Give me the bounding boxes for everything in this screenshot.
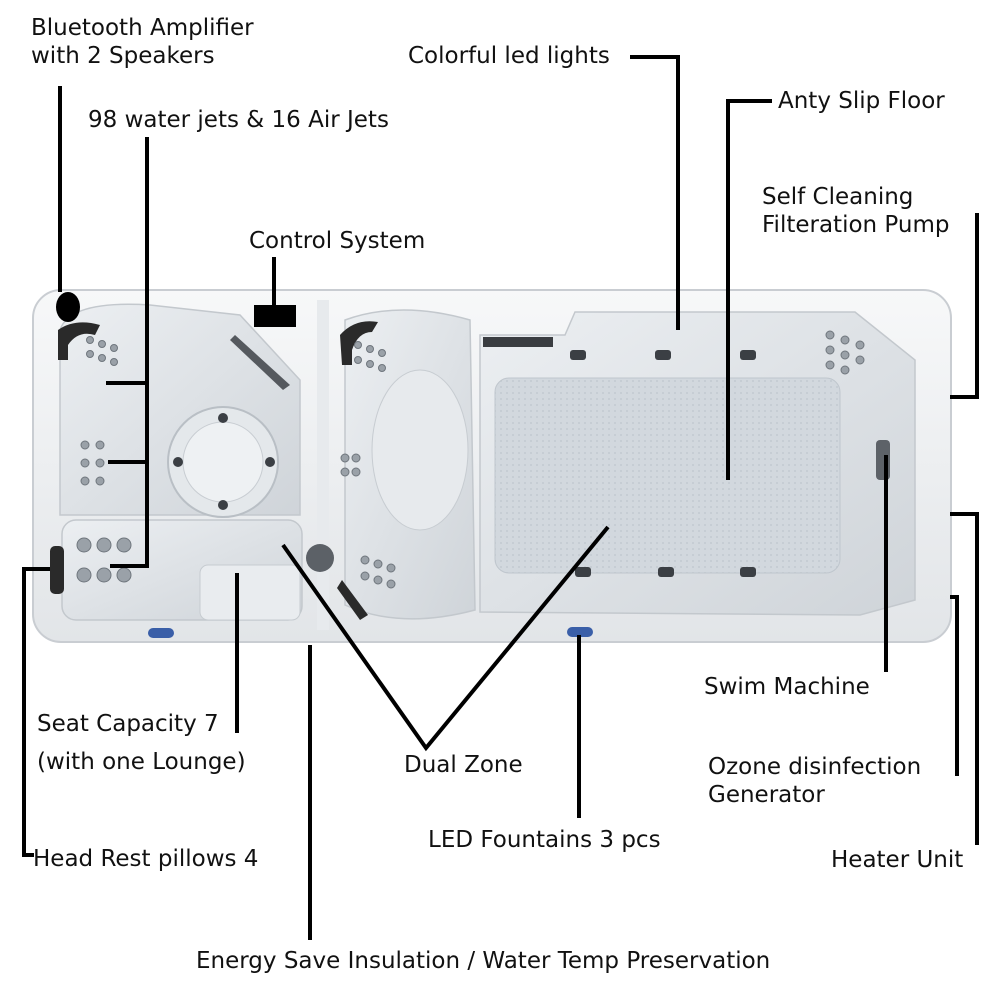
- leader-dual-zone: [281, 525, 610, 752]
- label-bluetooth-line2: with 2 Speakers: [31, 43, 215, 69]
- control-system-icon: [254, 305, 296, 327]
- led-fountain-icon: [148, 627, 593, 638]
- label-filter-line1: Self Cleaning: [762, 184, 914, 210]
- leader-head-rest: [22, 567, 50, 857]
- label-swim-machine: Swim Machine: [704, 674, 870, 700]
- label-control-system: Control System: [249, 228, 426, 254]
- leader-jets: [110, 137, 149, 568]
- label-anti-slip: Anty Slip Floor: [778, 88, 945, 114]
- label-led-fountains: LED Fountains 3 pcs: [428, 827, 661, 853]
- label-filter-line2: Filteration Pump: [762, 212, 950, 238]
- leader-filter: [950, 213, 979, 399]
- leader-anti-slip: [726, 99, 772, 480]
- leader-lines: [22, 55, 979, 940]
- swim-lane: [479, 311, 916, 616]
- headrest-pillow-icon: [50, 321, 378, 620]
- label-bluetooth-line1: Bluetooth Amplifier: [31, 15, 254, 41]
- speaker-icon: [56, 292, 80, 322]
- lounge-zone: [306, 309, 476, 620]
- anti-slip-floor: [495, 378, 840, 573]
- label-jets: 98 water jets & 16 Air Jets: [88, 107, 389, 133]
- label-led-lights: Colorful led lights: [408, 43, 610, 69]
- leader-heater: [950, 512, 979, 845]
- label-head-rest: Head Rest pillows 4: [33, 846, 259, 872]
- label-ozone-line1: Ozone disinfection: [708, 754, 922, 780]
- leader-ozone: [950, 595, 959, 776]
- label-insulation: Energy Save Insulation / Water Temp Pres…: [196, 948, 771, 974]
- label-seat-line1: Seat Capacity 7: [37, 711, 219, 737]
- label-heater: Heater Unit: [831, 847, 964, 873]
- jet-nozzle-icon: [76, 330, 865, 589]
- led-light-icon: [173, 350, 756, 577]
- label-ozone-line2: Generator: [708, 782, 825, 808]
- leader-led-lights: [630, 55, 680, 330]
- label-seat-line2: (with one Lounge): [37, 749, 246, 775]
- hot-tub-zone: [59, 303, 303, 621]
- label-dual-zone: Dual Zone: [404, 752, 523, 778]
